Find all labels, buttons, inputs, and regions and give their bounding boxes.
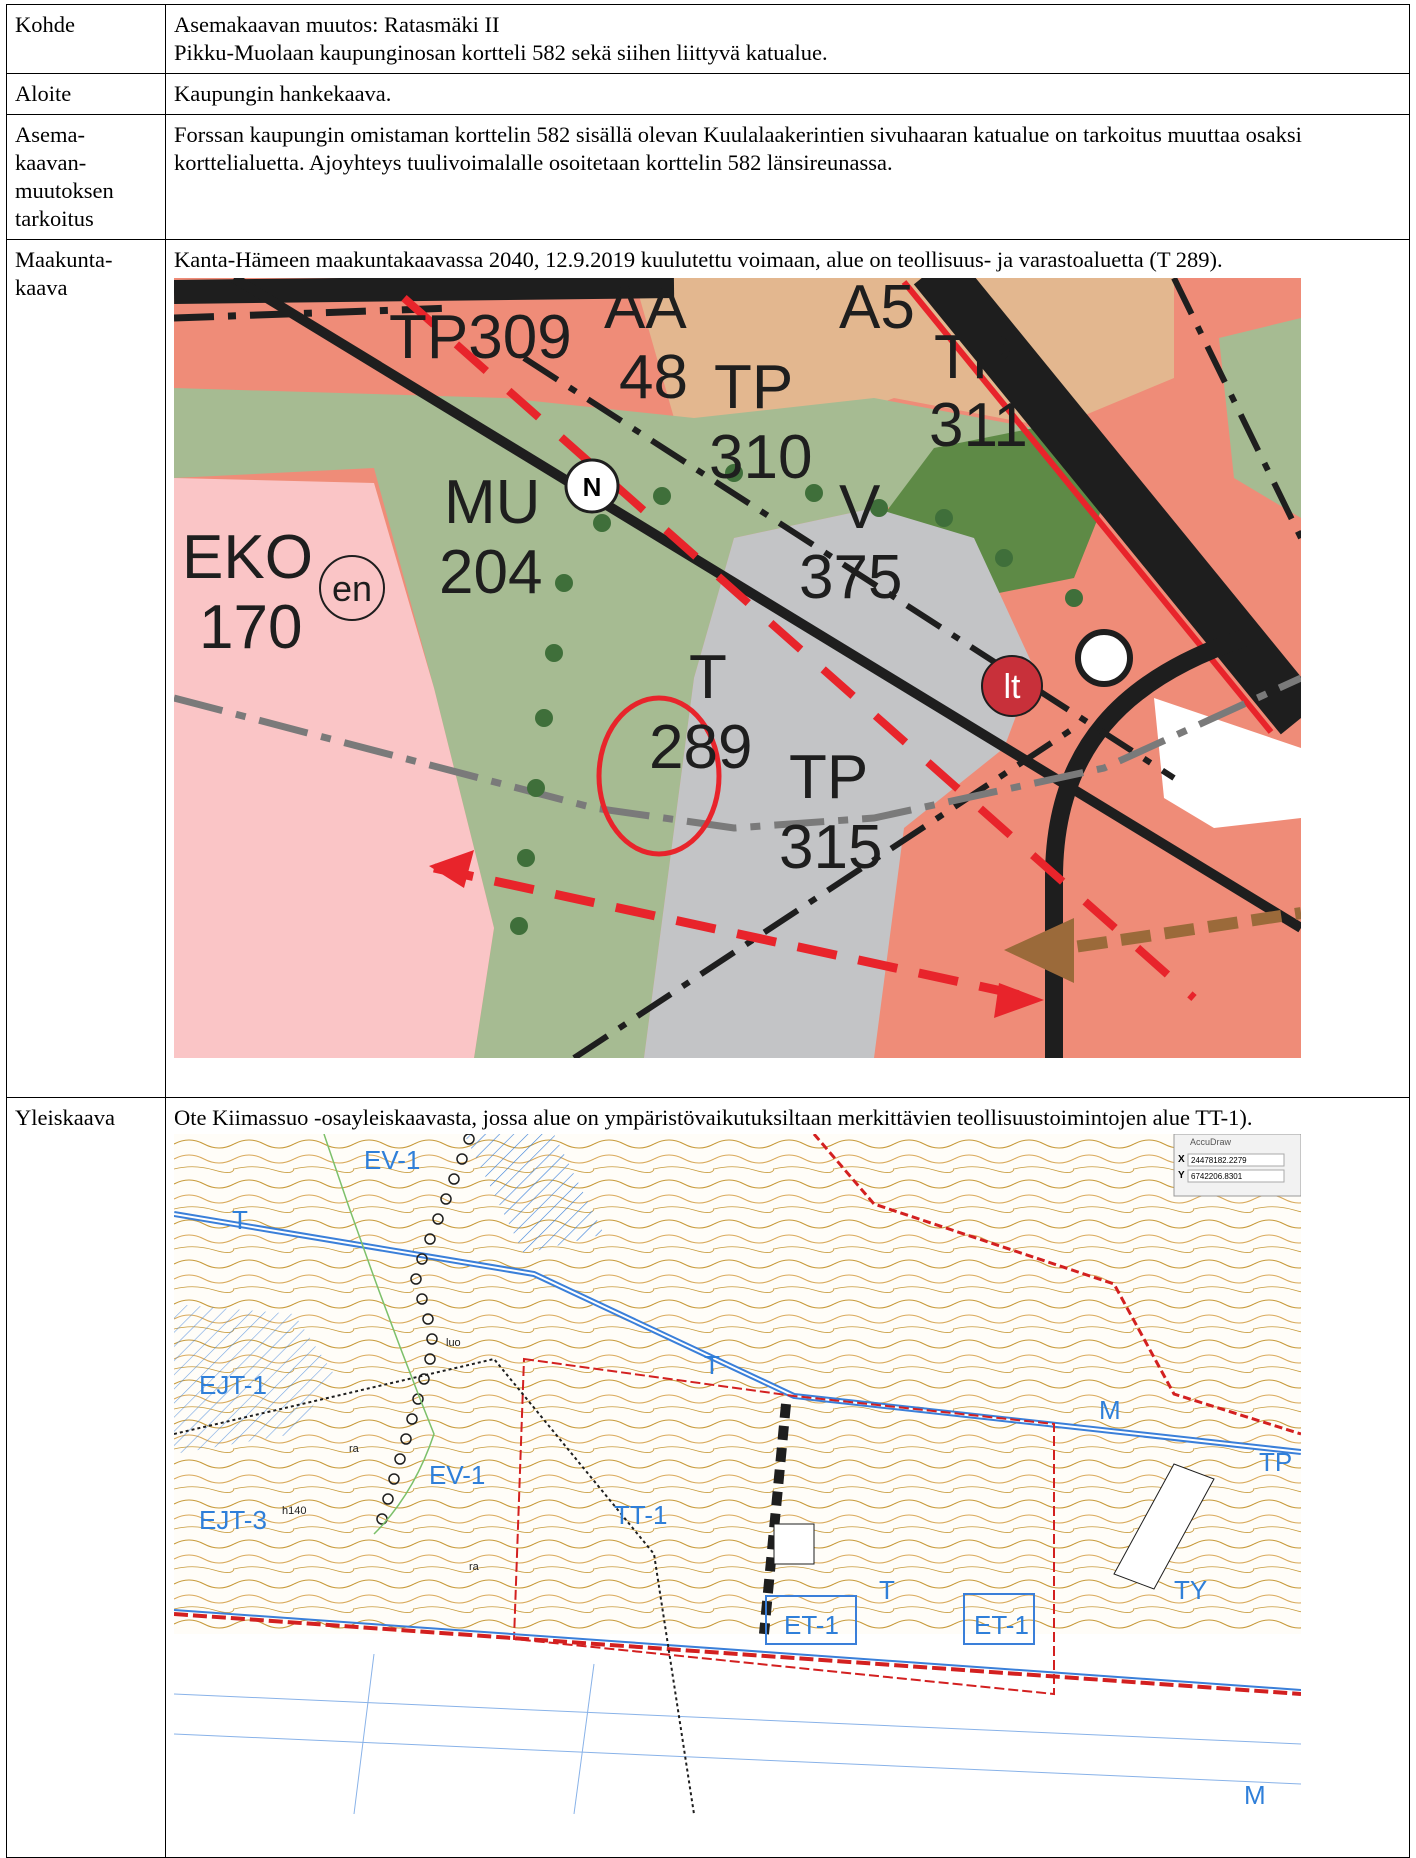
row-content-yleiskaava: Ote Kiimassuo -osayleiskaavasta, jossa a… <box>165 1097 1410 1858</box>
svg-text:AA: AA <box>604 278 687 342</box>
document-table: Kohde Asemakaavan muutos: Ratasmäki II P… <box>6 4 1410 1858</box>
svg-text:N: N <box>583 472 602 502</box>
turbine-pad <box>773 1523 815 1565</box>
green-area-east <box>1219 318 1301 518</box>
row-content-aloite: Kaupungin hankekaava. <box>165 73 1410 115</box>
ev-circle-chain <box>376 1134 475 1525</box>
row-label-tarkoitus: Asema- kaavan- muutoksen tarkoitus <box>6 114 166 240</box>
svg-text:EJT-1: EJT-1 <box>199 1370 267 1400</box>
svg-text:T: T <box>879 1575 895 1605</box>
svg-text:ET-1: ET-1 <box>784 1610 839 1640</box>
en-symbol <box>319 555 385 621</box>
row-label-aloite: Aloite <box>6 73 166 115</box>
svg-text:TP: TP <box>789 743 868 812</box>
junction-icon <box>1075 629 1133 687</box>
yleiskaava-map: AccuDraw X 24478182.2279 Y 6742206.8301 … <box>174 1134 1401 1821</box>
svg-text:EJT-3: EJT-3 <box>199 1505 267 1535</box>
row-content-maakuntakaava: Kanta-Hämeen maakuntakaavassa 2040, 12.9… <box>165 239 1410 1098</box>
svg-text:ET-1: ET-1 <box>974 1610 1029 1640</box>
svg-text:375: 375 <box>799 543 902 612</box>
svg-text:h140: h140 <box>282 1505 306 1517</box>
regional-plan-map-svg: N lt TP309 AA 48 <box>174 278 1301 1058</box>
master-plan-map-svg: AccuDraw X 24478182.2279 Y 6742206.8301 … <box>174 1134 1301 1814</box>
svg-text:6742206.8301: 6742206.8301 <box>1191 1172 1243 1181</box>
svg-text:311: 311 <box>929 391 1028 460</box>
svg-text:M: M <box>1099 1395 1121 1425</box>
svg-text:TY: TY <box>1174 1575 1207 1605</box>
lt-symbol-icon <box>981 655 1043 717</box>
svg-text:315: 315 <box>779 813 882 882</box>
svg-text:EKO: EKO <box>182 523 313 592</box>
svg-text:TP309: TP309 <box>389 303 572 372</box>
svg-text:T: T <box>232 1205 248 1235</box>
svg-text:EV-1: EV-1 <box>429 1460 485 1490</box>
svg-text:170: 170 <box>199 593 302 662</box>
maakuntakaava-caption: Kanta-Hämeen maakuntakaavassa 2040, 12.9… <box>174 247 1223 272</box>
svg-text:48: 48 <box>619 343 688 412</box>
kohde-description: Pikku-Muolaan kaupunginosan kortteli 582… <box>174 40 828 65</box>
accudraw-panel[interactable]: AccuDraw X 24478182.2279 Y 6742206.8301 <box>1173 1134 1301 1197</box>
row-label-yleiskaava: Yleiskaava <box>6 1097 166 1858</box>
svg-text:lt: lt <box>1004 668 1022 706</box>
white-area <box>1154 698 1301 828</box>
maakuntakaava-map: N lt TP309 AA 48 <box>174 278 1401 1065</box>
svg-text:ra: ra <box>349 1443 360 1455</box>
rail-line <box>231 278 1301 933</box>
svg-text:AccuDraw: AccuDraw <box>1190 1137 1232 1147</box>
svg-text:luo: luo <box>446 1337 461 1349</box>
accudraw-y-field[interactable] <box>1187 1169 1285 1183</box>
svg-text:MU: MU <box>444 468 540 537</box>
row-label-kohde: Kohde <box>6 4 166 74</box>
access-road <box>759 1403 791 1635</box>
hatched-area-north <box>464 1134 604 1254</box>
svg-text:M: M <box>1244 1780 1266 1810</box>
row-content-kohde: Asemakaavan muutos: Ratasmäki II Pikku-M… <box>165 4 1410 74</box>
tt1-boundary <box>512 1357 1055 1696</box>
green-dots <box>510 464 1083 935</box>
svg-text:EV-1: EV-1 <box>364 1145 420 1175</box>
area-boundary-south <box>174 1612 1301 1696</box>
north-arrow-icon <box>564 458 620 514</box>
svg-text:289: 289 <box>649 713 752 782</box>
kohde-title: Asemakaavan muutos: Ratasmäki II <box>174 12 500 37</box>
accudraw-x-field[interactable] <box>1187 1153 1285 1167</box>
svg-text:V: V <box>839 473 881 542</box>
svg-text:ra: ra <box>469 1561 480 1573</box>
svg-text:TP: TP <box>1259 1447 1292 1477</box>
svg-text:TT-1: TT-1 <box>614 1500 667 1530</box>
eko-area <box>174 478 494 1058</box>
industrial-area-t289 <box>644 508 1034 1058</box>
terrain-contours <box>174 1134 1301 1634</box>
svg-text:A5: A5 <box>839 278 915 342</box>
svg-text:204: 204 <box>439 538 542 607</box>
highlight-circle <box>596 695 722 857</box>
mu-area <box>174 388 1074 1058</box>
svg-text:T: T <box>704 1350 720 1380</box>
svg-text:TP: TP <box>714 353 793 422</box>
svg-text:en: en <box>332 568 372 609</box>
svg-text:X: X <box>1178 1154 1185 1165</box>
development-arrow <box>433 863 1035 1003</box>
row-content-tarkoitus: Forssan kaupungin omistaman korttelin 58… <box>165 114 1410 240</box>
yleiskaava-caption: Ote Kiimassuo -osayleiskaavasta, jossa a… <box>174 1105 1253 1130</box>
row-label-maakuntakaava: Maakunta- kaava <box>6 239 166 1098</box>
svg-text:Y: Y <box>1178 1170 1185 1181</box>
svg-text:310: 310 <box>709 423 812 492</box>
svg-text:TP: TP <box>934 323 1013 392</box>
svg-text:T: T <box>689 643 727 712</box>
svg-text:24478182.2279: 24478182.2279 <box>1191 1156 1247 1165</box>
